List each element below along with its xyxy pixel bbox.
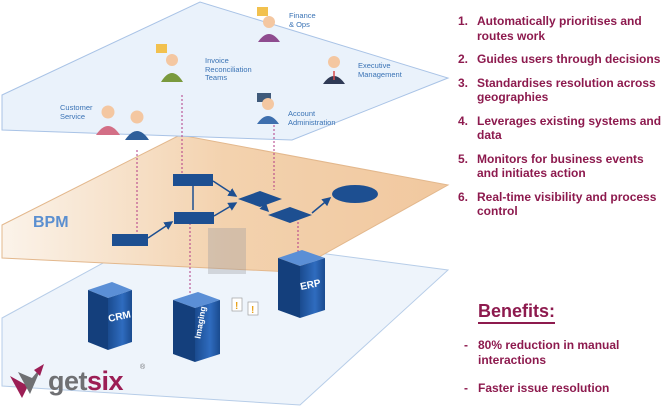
warning-document-icon: ! (231, 297, 243, 312)
end-event-node (332, 185, 378, 203)
process-flow (112, 174, 378, 246)
task-node (173, 174, 213, 186)
executive-person-icon (323, 56, 345, 84)
crm-server (88, 282, 132, 350)
feature-item: 6.Real-time visibility and process contr… (458, 189, 657, 219)
getsix-logo: getsix ® (8, 362, 158, 402)
feature-item: 1.Automatically prioritises and routes w… (458, 14, 642, 43)
decision-node (268, 207, 312, 223)
finance-label: Finance& Ops (289, 11, 316, 29)
getsix-logo-mark-icon (10, 364, 44, 398)
registered-mark: ® (140, 364, 146, 371)
feature-list: 1.Automatically prioritises and routes w… (458, 14, 668, 228)
ghost-server (208, 228, 246, 274)
benefits-title: Benefits: (478, 301, 556, 324)
erp-label: ERP (299, 278, 322, 293)
logo-wordmark: getsix (48, 366, 124, 396)
svg-text:!: ! (251, 305, 254, 316)
connector-lines (136, 95, 299, 300)
account-admin-person-icon (257, 93, 279, 124)
invoice-person-icon (156, 44, 183, 82)
finance-person-icon (257, 7, 280, 42)
customer-service-person-icon (96, 105, 149, 140)
feature-item: 5.Monitors for business events and initi… (458, 151, 644, 181)
layer-stack-graphic: CRM Imaging ERP ! ! (1, 1, 450, 406)
task-node (112, 234, 148, 246)
imaging-server (173, 292, 220, 362)
people-plane (1, 1, 450, 141)
feature-item: 2.Guides users through decisions (458, 52, 661, 66)
feature-item: 3.Standardises resolution across geograp… (458, 75, 656, 105)
warning-document-icon: ! (247, 301, 259, 316)
decision-node (238, 191, 282, 207)
svg-text:!: ! (235, 301, 238, 312)
benefit-item: -80% reduction in manual interactions (464, 338, 620, 367)
erp-server (278, 250, 325, 318)
benefit-item: -Faster issue resolution (464, 381, 610, 395)
bpm-layer-label: BPM (33, 214, 69, 231)
bpm-diagram: CRM Imaging ERP ! ! (1, 1, 450, 406)
crm-label: CRM (107, 309, 132, 324)
task-node (174, 212, 214, 224)
feature-item: 4.Leverages existing systems and data (458, 113, 662, 143)
